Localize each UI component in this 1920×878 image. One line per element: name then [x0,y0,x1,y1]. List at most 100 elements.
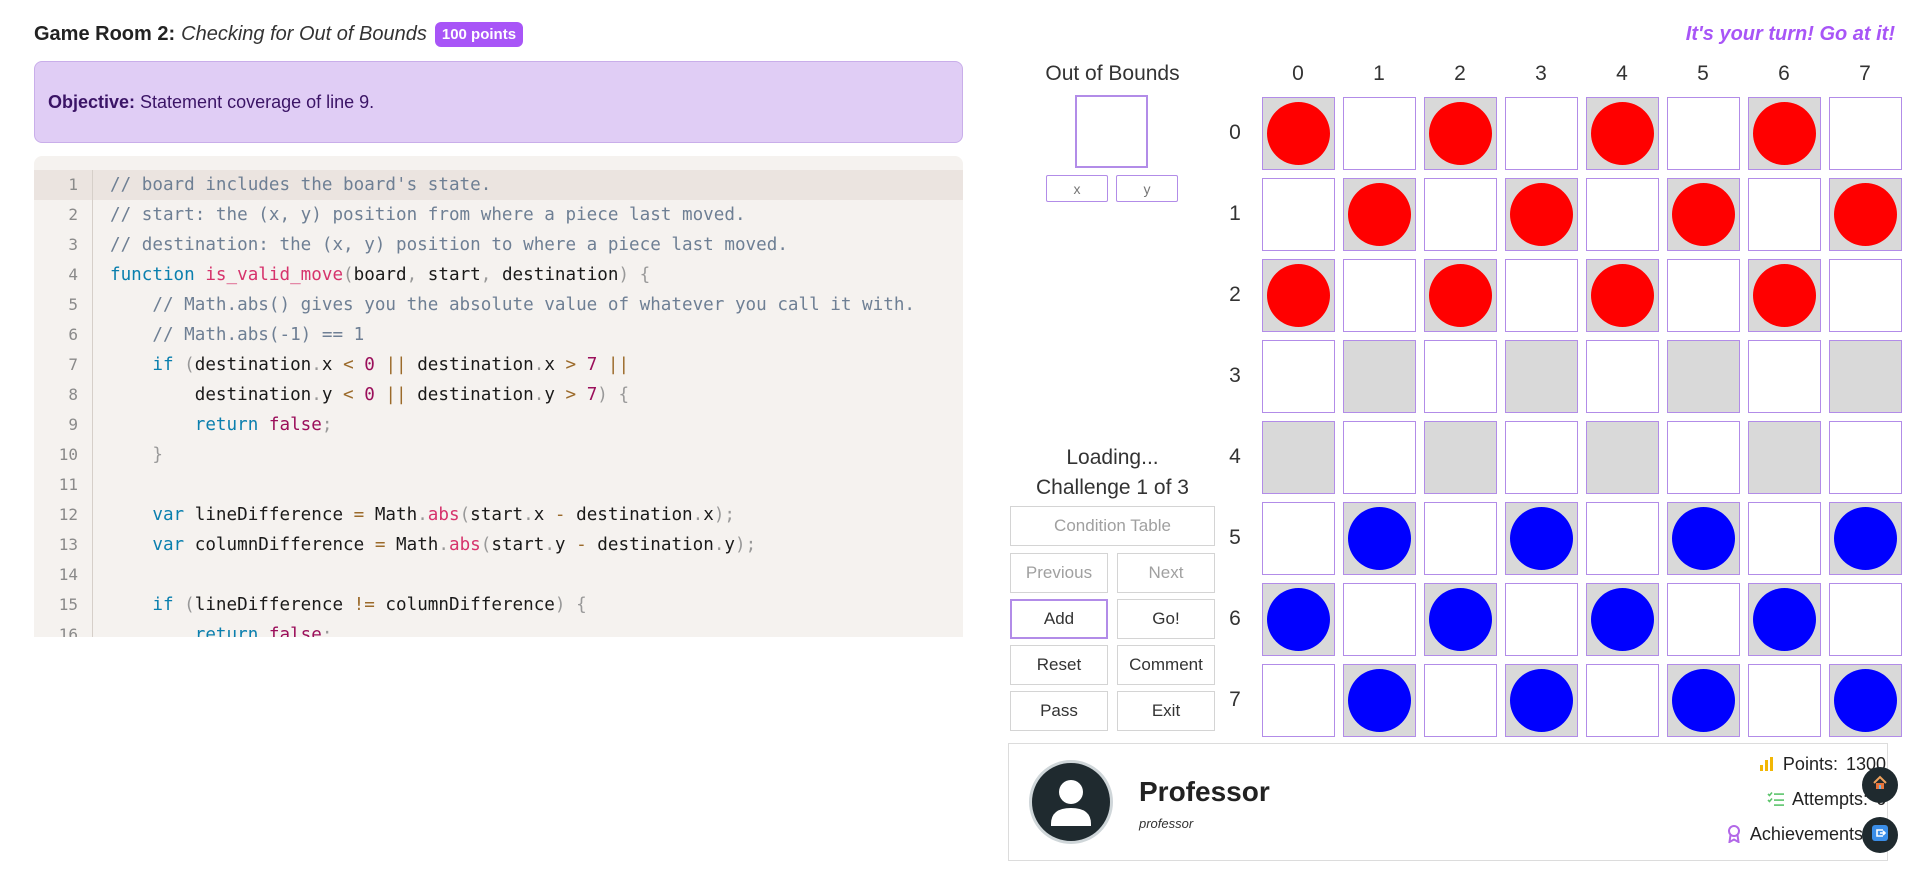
board-cell[interactable] [1262,502,1335,575]
board-cell[interactable] [1505,502,1578,575]
board-cell[interactable] [1505,340,1578,413]
red-piece[interactable] [1429,102,1492,165]
red-piece[interactable] [1591,102,1654,165]
y-coordinate-input[interactable] [1116,175,1178,202]
board-cell[interactable] [1343,583,1416,656]
board-cell[interactable] [1667,97,1740,170]
board-cell[interactable] [1586,664,1659,737]
board-cell[interactable] [1262,178,1335,251]
board-cell[interactable] [1343,178,1416,251]
blue-piece[interactable] [1834,669,1897,732]
board-cell[interactable] [1829,340,1902,413]
board-cell[interactable] [1667,583,1740,656]
board-cell[interactable] [1748,259,1821,332]
board-cell[interactable] [1586,583,1659,656]
board-cell[interactable] [1505,178,1578,251]
condition-table-button[interactable]: Condition Table [1010,506,1215,546]
blue-piece[interactable] [1348,669,1411,732]
board-cell[interactable] [1667,340,1740,413]
red-piece[interactable] [1510,183,1573,246]
pass-button[interactable]: Pass [1010,691,1108,731]
board-cell[interactable] [1262,583,1335,656]
board-cell[interactable] [1586,178,1659,251]
board-cell[interactable] [1424,259,1497,332]
board-cell[interactable] [1343,421,1416,494]
board-cell[interactable] [1748,97,1821,170]
board-cell[interactable] [1424,583,1497,656]
board-cell[interactable] [1262,97,1335,170]
board-cell[interactable] [1667,421,1740,494]
board-cell[interactable] [1505,97,1578,170]
red-piece[interactable] [1753,264,1816,327]
board-cell[interactable] [1505,259,1578,332]
blue-piece[interactable] [1672,507,1735,570]
out-of-bounds-drop-zone[interactable] [1075,95,1148,168]
code-editor[interactable]: 1// board includes the board's state.2//… [34,156,963,637]
board-cell[interactable] [1343,340,1416,413]
board-cell[interactable] [1748,583,1821,656]
board-cell[interactable] [1262,664,1335,737]
board-cell[interactable] [1748,421,1821,494]
board-cell[interactable] [1343,97,1416,170]
blue-piece[interactable] [1753,588,1816,651]
logout-button[interactable] [1862,817,1898,853]
board-cell[interactable] [1424,178,1497,251]
x-coordinate-input[interactable] [1046,175,1108,202]
comment-button[interactable]: Comment [1117,645,1215,685]
board-cell[interactable] [1829,421,1902,494]
blue-piece[interactable] [1672,669,1735,732]
blue-piece[interactable] [1348,507,1411,570]
board-cell[interactable] [1424,97,1497,170]
blue-piece[interactable] [1510,507,1573,570]
board-cell[interactable] [1667,178,1740,251]
red-piece[interactable] [1348,183,1411,246]
red-piece[interactable] [1672,183,1735,246]
red-piece[interactable] [1267,264,1330,327]
board-cell[interactable] [1424,421,1497,494]
board-cell[interactable] [1343,664,1416,737]
board-cell[interactable] [1505,421,1578,494]
home-button[interactable] [1862,767,1898,803]
board-cell[interactable] [1505,583,1578,656]
board-cell[interactable] [1748,502,1821,575]
blue-piece[interactable] [1429,588,1492,651]
add-button[interactable]: Add [1010,599,1108,639]
board-cell[interactable] [1505,664,1578,737]
board-cell[interactable] [1262,421,1335,494]
board-cell[interactable] [1586,259,1659,332]
exit-button[interactable]: Exit [1117,691,1215,731]
board-cell[interactable] [1262,259,1335,332]
red-piece[interactable] [1834,183,1897,246]
board-cell[interactable] [1343,502,1416,575]
board-cell[interactable] [1586,421,1659,494]
board-cell[interactable] [1829,259,1902,332]
board-cell[interactable] [1667,664,1740,737]
board-cell[interactable] [1829,664,1902,737]
red-piece[interactable] [1753,102,1816,165]
board-cell[interactable] [1748,178,1821,251]
board-cell[interactable] [1586,97,1659,170]
board-cell[interactable] [1829,502,1902,575]
board-cell[interactable] [1829,178,1902,251]
red-piece[interactable] [1429,264,1492,327]
board-cell[interactable] [1586,340,1659,413]
board-cell[interactable] [1424,340,1497,413]
red-piece[interactable] [1267,102,1330,165]
board-cell[interactable] [1667,259,1740,332]
blue-piece[interactable] [1510,669,1573,732]
board-cell[interactable] [1667,502,1740,575]
board-cell[interactable] [1262,340,1335,413]
board-cell[interactable] [1343,259,1416,332]
reset-button[interactable]: Reset [1010,645,1108,685]
board-cell[interactable] [1424,502,1497,575]
next-button[interactable]: Next [1117,553,1215,593]
blue-piece[interactable] [1591,588,1654,651]
go-button[interactable]: Go! [1117,599,1215,639]
board-cell[interactable] [1748,340,1821,413]
blue-piece[interactable] [1834,507,1897,570]
board-cell[interactable] [1748,664,1821,737]
blue-piece[interactable] [1267,588,1330,651]
board-cell[interactable] [1829,583,1902,656]
red-piece[interactable] [1591,264,1654,327]
board-cell[interactable] [1586,502,1659,575]
